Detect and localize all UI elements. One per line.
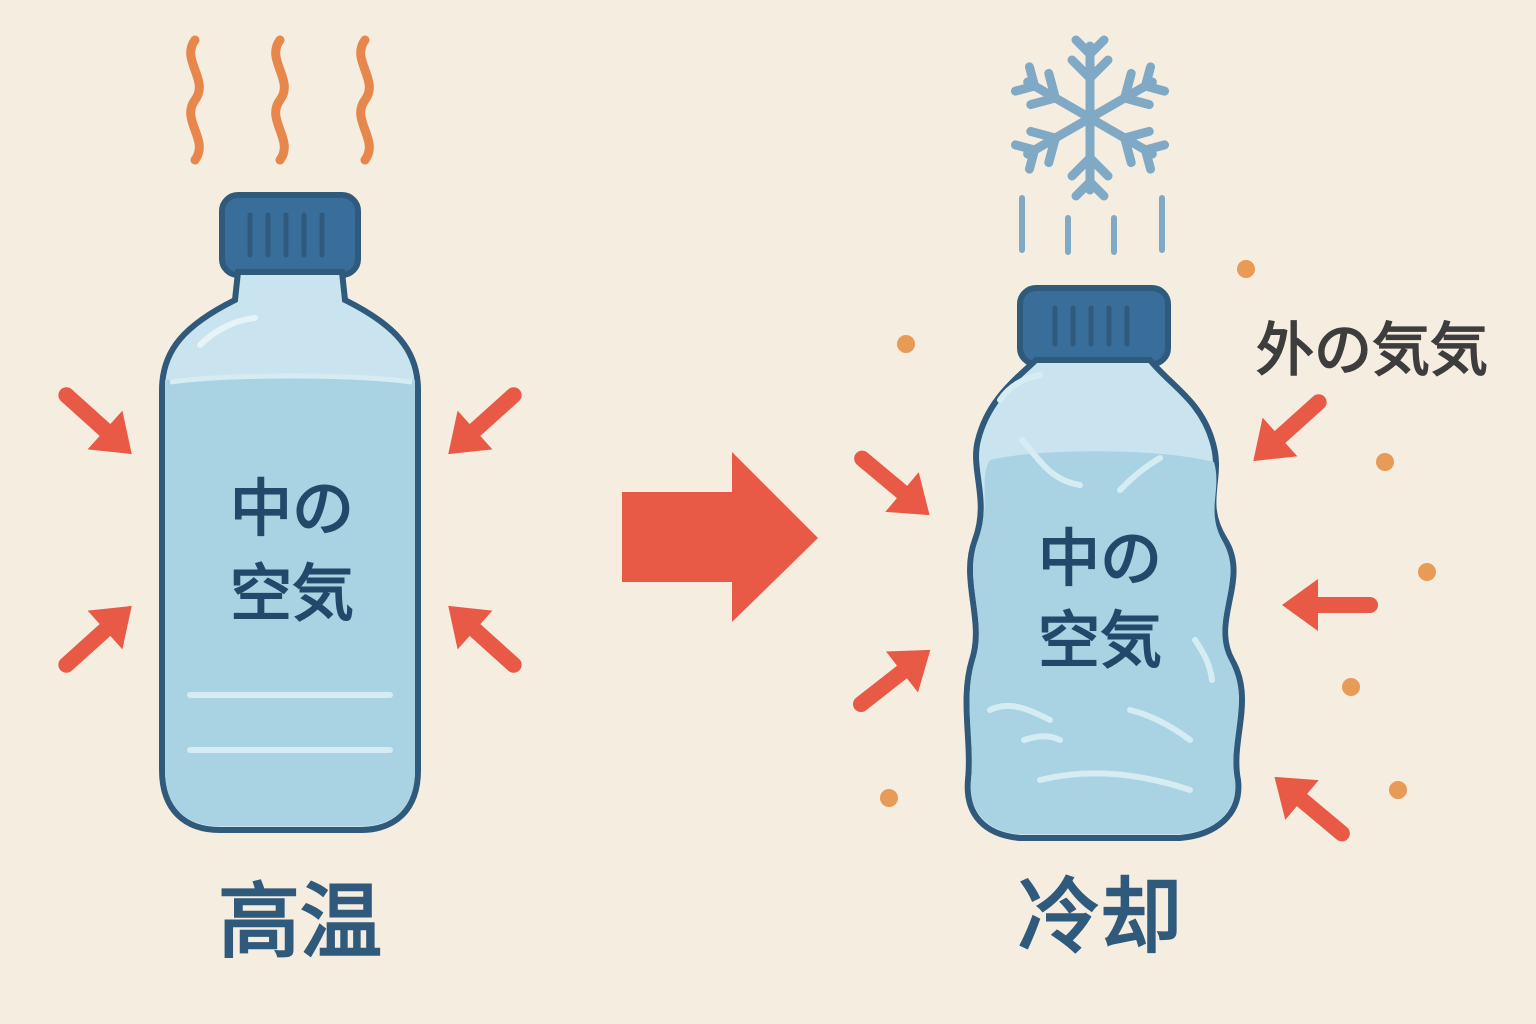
pressure-arrow-icon	[49, 376, 149, 474]
transition-arrow-icon	[622, 452, 818, 622]
inside-air-label-line2: 空気	[1038, 604, 1162, 677]
pressure-arrow-icon	[1236, 383, 1336, 481]
outside-air-label: 外の気気	[1256, 316, 1488, 384]
pressure-arrow-icon	[1282, 579, 1370, 631]
pressure-arrow-icon	[49, 587, 149, 685]
cold-bottle: 中の 空気	[963, 285, 1245, 841]
inside-air-label-line1: 中の	[230, 472, 354, 545]
bottle-cap	[1017, 285, 1171, 367]
pressure-arrow-icon	[431, 587, 531, 685]
pressure-arrow-icon	[845, 629, 946, 724]
inside-air-label-line1: 中の	[1038, 522, 1162, 595]
water	[165, 374, 415, 826]
heat-waves-icon	[186, 35, 374, 165]
cold-lines	[1019, 195, 1165, 255]
hot-bottle: 中の 空気	[159, 192, 421, 833]
pressure-arrow-icon	[431, 376, 531, 474]
hot-caption: 高温	[218, 875, 382, 970]
pressure-arrow-icon	[845, 439, 946, 535]
air-particles	[880, 260, 1436, 807]
bottle-cap	[219, 192, 361, 278]
snowflake-icon	[1013, 35, 1166, 196]
cold-caption: 冷却	[1018, 870, 1182, 965]
pressure-arrow-icon	[1258, 757, 1359, 853]
inside-air-label-line2: 空気	[230, 557, 354, 630]
